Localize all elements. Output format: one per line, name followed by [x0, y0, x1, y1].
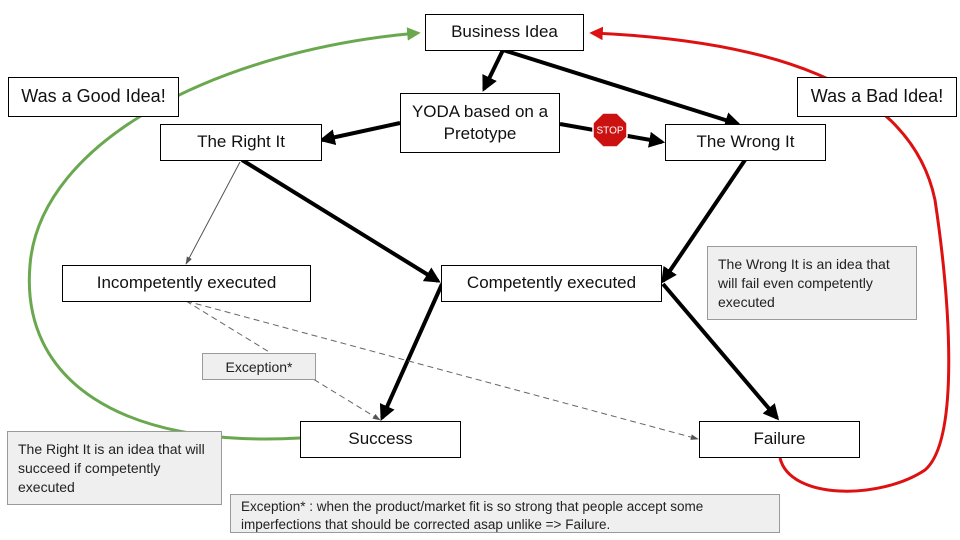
good-idea-loop-arrow: [27, 27, 421, 441]
node-success: Success: [300, 421, 461, 458]
node-business-idea: Business Idea: [425, 14, 584, 51]
node-the-wrong-it: The Wrong It: [665, 124, 826, 161]
dashed-arrow-incompetent-to-failure: [185, 300, 699, 440]
arrow-business-to-yoda: [482, 49, 505, 92]
stop-sign-icon: STOP: [592, 112, 628, 148]
arrow-right-it-to-competent: [240, 158, 441, 283]
note-wrong-it-definition: The Wrong It is an idea that will fail e…: [707, 246, 917, 320]
arrow-yoda-to-right-it: [318, 121, 401, 146]
label-bad-idea: Was a Bad Idea!: [797, 77, 957, 117]
arrow-business-to-wrong-it: [502, 48, 742, 128]
arrow-competent-to-success: [379, 283, 444, 421]
bad-idea-loop-arrow: [589, 26, 951, 493]
stop-sign-text: STOP: [596, 126, 623, 137]
label-exception: Exception*: [202, 353, 316, 380]
arrow-competent-to-failure: [661, 282, 780, 421]
arrow-right-it-to-incompetent: [185, 161, 241, 265]
note-right-it-definition: The Right It is an idea that will succee…: [7, 431, 222, 505]
arrow-wrong-it-to-competent: [661, 158, 747, 284]
node-incompetently-executed: Incompetently executed: [62, 265, 311, 302]
note-exception-definition: Exception* : when the product/market fit…: [230, 494, 780, 533]
label-good-idea: Was a Good Idea!: [8, 77, 179, 117]
node-failure: Failure: [699, 421, 860, 458]
node-competently-executed: Competently executed: [441, 265, 662, 302]
node-the-right-it: The Right It: [160, 124, 322, 161]
node-yoda-pretotype: YODA based on a Pretotype: [400, 93, 560, 153]
